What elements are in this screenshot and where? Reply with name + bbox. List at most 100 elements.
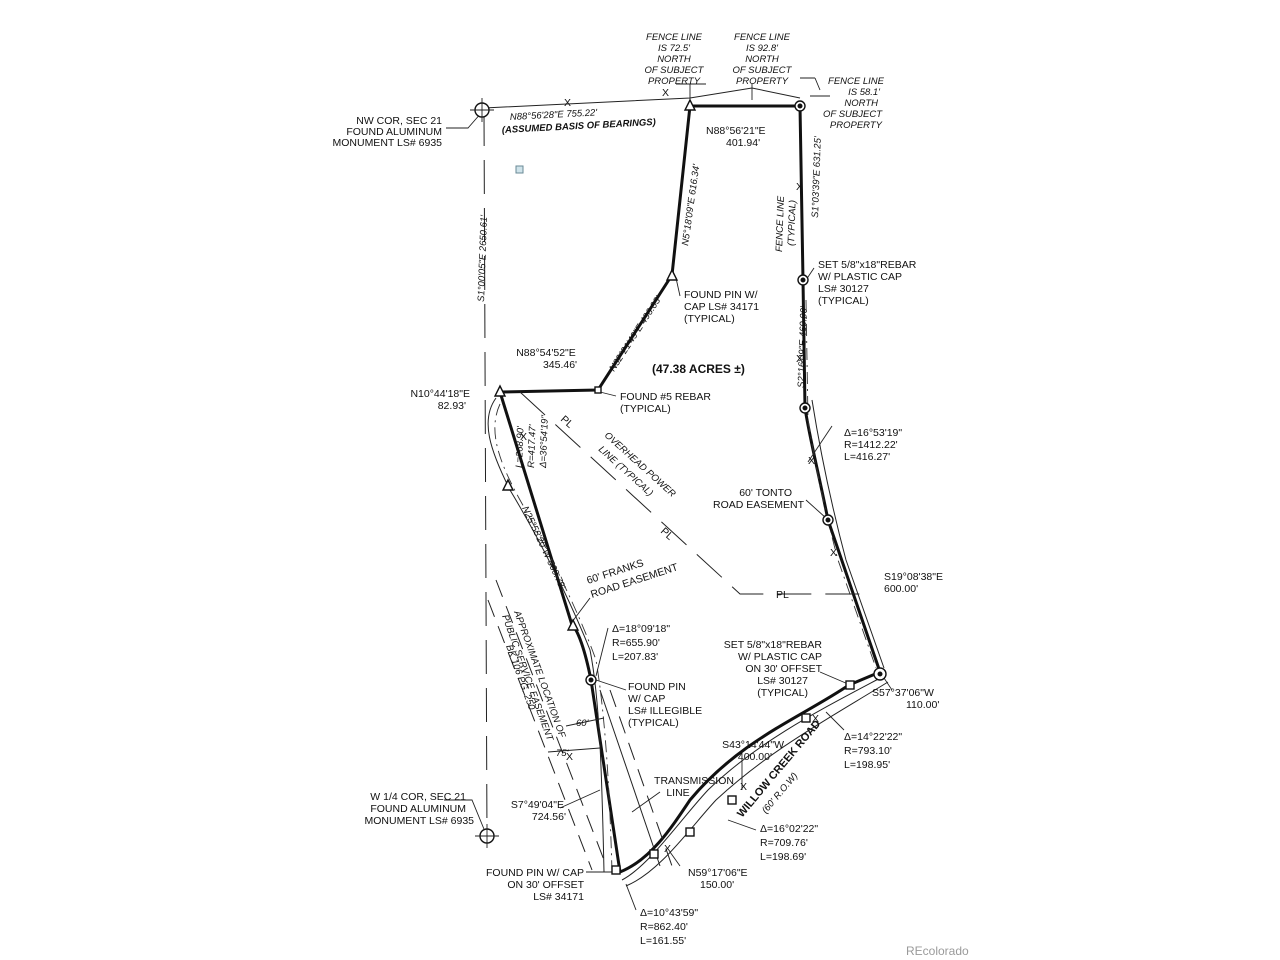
nw-corner-label: NW COR, SEC 21 FOUND ALUMINUM MONUMENT L… [332,115,442,149]
sw-line-label: N25°58'20"W 560.78' [519,505,568,592]
s7-line-label: S7°49'04"E 724.56' [511,799,566,823]
svg-text:Δ=16°53'19": Δ=16°53'19" [844,427,902,439]
leader-curve-4 [727,819,757,831]
svg-text:IS 92.8': IS 92.8' [746,43,779,54]
set-rebar-note-2: SET 5/8"x18"REBAR W/ PLASTIC CAP ON 30' … [724,639,823,699]
svg-text:(TYPICAL): (TYPICAL) [684,313,735,325]
dim-60 [565,717,605,727]
offset-rebar-square [845,680,855,690]
found-rebar-square [594,386,602,394]
svg-text:R=1412.22': R=1412.22' [844,439,898,451]
svg-text:(TYPICAL): (TYPICAL) [628,717,679,729]
public-service-easement-label: APPROXIMATE LOCATION OF PUBLIC SERVICE E… [499,608,568,743]
offset-rebar-square [801,713,811,723]
acreage-label: (47.38 ACRES ±) [652,362,745,376]
svg-text:600.00': 600.00' [884,583,918,595]
se-line-label: S19°08'38"E 600.00' [884,571,943,595]
svg-text:FOUND PIN W/: FOUND PIN W/ [684,289,758,301]
svg-text:NORTH: NORTH [844,98,878,109]
svg-text:Δ=10°43'59": Δ=10°43'59" [640,907,698,919]
svg-text:WILLOW CREEK ROAD: WILLOW CREEK ROAD [735,718,823,820]
svg-text:PROPERTY: PROPERTY [830,120,883,131]
svg-text:TRANSMISSION: TRANSMISSION [654,775,734,787]
section-corner-nw [470,98,494,122]
leader-transmission [631,791,661,813]
offset-rebar-square [685,827,695,837]
svg-text:NW COR, SEC 21: NW COR, SEC 21 [356,115,442,127]
svg-text:LS# ILLEGIBLE: LS# ILLEGIBLE [628,705,702,717]
svg-text:FOUND ALUMINUM: FOUND ALUMINUM [370,803,466,815]
svg-text:CAP LS# 34171: CAP LS# 34171 [684,301,759,313]
n59-line-label: N59°17'06"E 150.00' [688,867,748,891]
set-rebar-marker [802,405,808,411]
svg-text:N10°44'18"E: N10°44'18"E [410,388,470,400]
svg-text:NORTH: NORTH [657,54,691,65]
short-west-line-label: N88°54'52"E 345.46' [516,347,577,371]
fence-x: X [808,455,815,467]
willow-creek-road-label: WILLOW CREEK ROAD (60' R.O.W) [735,718,823,820]
svg-text:FOUND ALUMINUM: FOUND ALUMINUM [346,126,442,138]
offset-rebar-square [727,795,737,805]
transmission-line [599,689,661,867]
east-top-line-label: S1°03'39"E 631.25' [810,135,824,218]
nw-small-line-label: N10°44'18"E 82.93' [410,388,470,412]
fence-note-58: FENCE LINE IS 58.1' NORTH OF SUBJECT PRO… [823,76,885,131]
offset-rebar-square [611,865,621,875]
svg-text:Δ=14°22'22": Δ=14°22'22" [844,731,902,743]
tonto-easement [811,399,885,669]
leader-curve-2 [595,627,609,677]
svg-text:OF SUBJECT: OF SUBJECT [823,109,883,120]
svg-text:ON 30' OFFSET: ON 30' OFFSET [745,663,822,675]
curve-4-label: Δ=16°02'22" R=709.76' L=198.69' [760,823,818,863]
svg-text:LS# 34171: LS# 34171 [533,891,584,903]
east-mid-line-label: S2°16'09"E 460.00' [796,305,810,388]
svg-text:ROAD EASEMENT: ROAD EASEMENT [713,499,805,511]
svg-text:W 1/4 COR, SEC 21: W 1/4 COR, SEC 21 [370,791,466,803]
svg-text:R=417.47': R=417.47' [526,423,539,468]
svg-text:FOUND #5 REBAR: FOUND #5 REBAR [620,391,711,403]
set-rebar-marker [800,277,806,283]
svg-text:S19°08'38"E: S19°08'38"E [884,571,943,583]
svg-text:Δ=16°02'22": Δ=16°02'22" [760,823,818,835]
svg-text:FOUND PIN W/ CAP: FOUND PIN W/ CAP [486,867,584,879]
curve-1-label: L=268.90' R=417.47' Δ=36°54'19" [514,415,551,470]
curve-3-label: Δ=14°22'22" R=793.10' L=198.95' [844,731,902,771]
svg-text:Δ=18°09'18": Δ=18°09'18" [612,623,670,635]
svg-text:345.46': 345.46' [543,359,577,371]
svg-text:OF SUBJECT: OF SUBJECT [645,65,705,76]
svg-text:R=709.76': R=709.76' [760,837,808,849]
svg-text:S57°37'06"W: S57°37'06"W [872,687,934,699]
north-bearing-label: N88°56'28"E 755.22' [510,107,599,123]
svg-text:R=793.10': R=793.10' [844,745,892,757]
se-short-line-label: S57°37'06"W 110.00' [872,687,939,711]
leader-curve-east [807,425,833,463]
property-boundary [498,104,882,874]
leader-set-rebar-2 [819,671,849,685]
offset-rebar-square [649,849,659,859]
power-line-tag: PL [776,589,789,601]
svg-text:N59°17'06"E: N59°17'06"E [688,867,748,879]
svg-text:L=198.95': L=198.95' [844,759,890,771]
curve-2-label: Δ=18°09'18" R=655.90' L=207.83' [612,623,670,663]
w-quarter-corner-label: W 1/4 COR, SEC 21 FOUND ALUMINUM MONUMEN… [364,791,474,827]
north-short-distance: 401.94' [726,137,760,149]
public-service-easement-2 [495,579,605,861]
transmission-line-label: TRANSMISSION LINE [654,775,734,799]
svg-text:R=862.40': R=862.40' [640,921,688,933]
set-rebar-marker [797,103,803,109]
curve-5-label: Δ=10°43'59" R=862.40' L=161.55' [640,907,698,947]
svg-text:FENCE LINE: FENCE LINE [734,32,791,43]
svg-text:IS 58.1': IS 58.1' [848,87,881,98]
fence-x: X [520,431,527,443]
found-pin-triangle [665,268,679,281]
svg-text:MONUMENT LS# 6935: MONUMENT LS# 6935 [332,137,442,149]
overhead-power-line-label: OVERHEAD POWER LINE (TYPICAL) [596,430,678,500]
svg-text:L=268.90': L=268.90' [514,425,526,468]
svg-text:82.93': 82.93' [438,400,466,412]
svg-text:OF SUBJECT: OF SUBJECT [733,65,793,76]
set-rebar-marker [877,671,883,677]
curve-east-label: Δ=16°53'19" R=1412.22' L=416.27' [844,427,902,463]
svg-text:IS 72.5': IS 72.5' [658,43,691,54]
svg-text:(TYPICAL): (TYPICAL) [757,687,808,699]
svg-text:150.00': 150.00' [700,879,734,891]
